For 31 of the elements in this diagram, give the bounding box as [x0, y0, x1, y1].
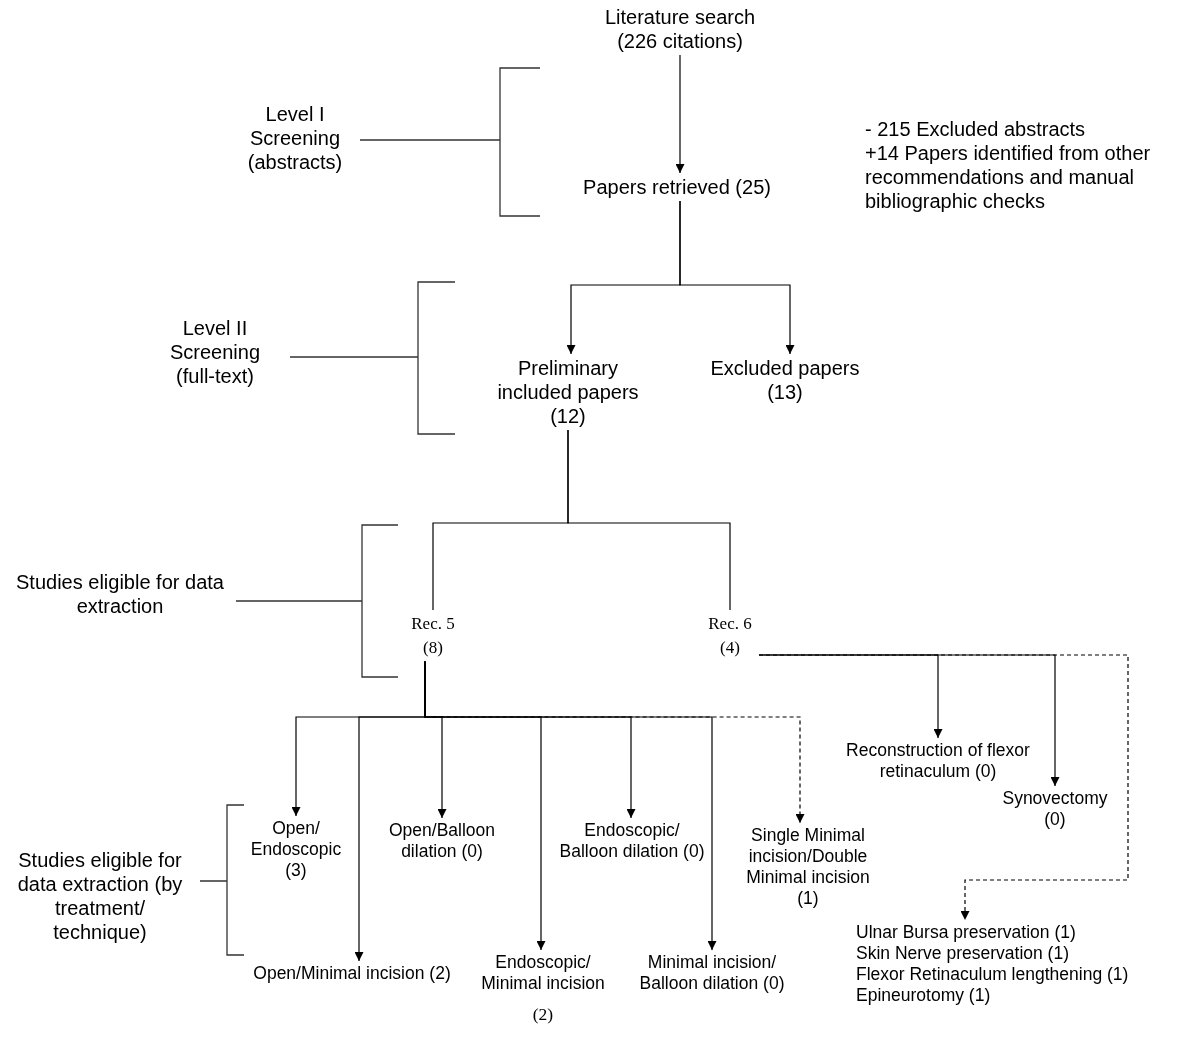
- node-text: Skin Nerve preservation (1): [856, 943, 1070, 964]
- annotation-text: Studies eligible for data extraction: [15, 570, 225, 618]
- node-text: Synovectomy (0): [1001, 788, 1109, 830]
- node-text: Literature search (226 citations): [603, 5, 757, 53]
- node-text: Endoscopic/ Balloon dilation (0): [559, 820, 705, 862]
- annotation-text: - 215 Excluded abstracts: [865, 117, 1087, 141]
- arrow: [758, 654, 1129, 921]
- node-text: Open/ Endoscopic (3): [249, 818, 343, 881]
- node-text: Rec. 5 (8): [410, 613, 456, 659]
- annotation-text: Level II Screening (full-text): [168, 316, 262, 388]
- node-text: Open/Minimal incision (2): [252, 963, 452, 984]
- arrow: [675, 54, 685, 174]
- node-text: Open/Balloon dilation (0): [387, 820, 497, 862]
- arrow: [679, 200, 795, 355]
- node-text: Excluded papers (13): [709, 356, 861, 404]
- node-text: Papers retrieved (25): [582, 175, 772, 199]
- node-text: Endoscopic/ Minimal incision: [480, 952, 606, 994]
- node-text: Epineurotomy (1): [856, 985, 992, 1006]
- node-text: Minimal incision/ Balloon dilation (0): [638, 952, 786, 994]
- annotation-text: Studies eligible for data extraction (by treatment/ technique): [16, 848, 184, 944]
- arrow: [424, 661, 805, 824]
- connector-line: [567, 429, 731, 611]
- node-text: Single Minimal incision/Double Minimal incision (1): [745, 825, 871, 909]
- node-text: Ulnar Bursa preservation (1): [856, 922, 1077, 943]
- node-text: Rec. 6 (4): [707, 613, 753, 659]
- annotation-text: +14 Papers identified from other recommendations and manual bibliographic checks: [865, 141, 1152, 213]
- annotation-text: Level I Screening (abstracts): [246, 102, 344, 174]
- node-text: Reconstruction of flexor retinaculum (0): [845, 740, 1031, 782]
- node-text: Flexor Retinaculum lengthening (1): [856, 964, 1130, 985]
- node-text: Preliminary included papers (12): [496, 356, 640, 428]
- node-text: (2): [531, 1004, 555, 1025]
